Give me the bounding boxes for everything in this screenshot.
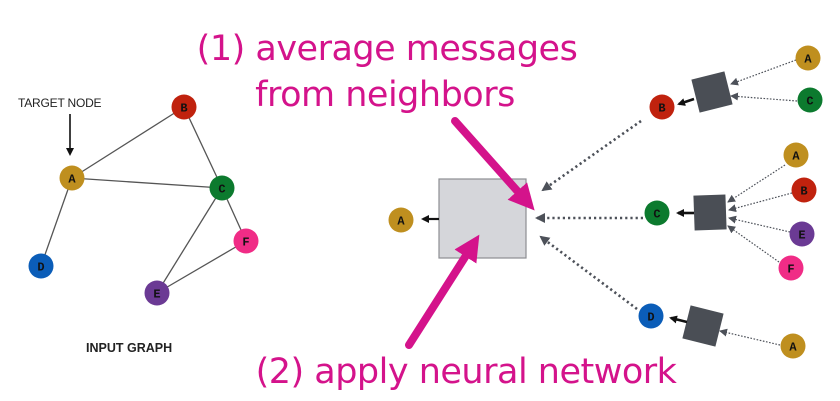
computation-graph: A B A C C A B E F D A (388, 45, 823, 359)
comp-root-node-A: A (388, 207, 414, 233)
comp-layer2-node-C-of-B-label: C (806, 95, 813, 109)
input-node-F-circle (233, 228, 259, 254)
step1-annotation-line1: (1) average messages (197, 29, 578, 69)
comp-layer1-node-B-circle (649, 94, 675, 120)
output-arrow-D (669, 315, 688, 324)
input-node-C-label: C (218, 183, 225, 197)
input-node-E-label: E (153, 288, 160, 302)
comp-layer2-node-A-of-C-label: A (792, 150, 800, 164)
input-node-D-circle (28, 253, 54, 279)
aggregator-box-C (693, 194, 727, 231)
comp-layer2-node-A-of-B-label: A (804, 53, 812, 67)
aggregator-box-B (691, 71, 733, 113)
message-edge-C-to-B (730, 92, 798, 102)
message-edge-A-to-D (719, 328, 781, 346)
comp-layer2-node-F-of-C: F (778, 255, 804, 281)
comp-layer1-node-C: C (644, 200, 670, 226)
comp-layer2-node-A-of-B: A (795, 45, 821, 71)
message-edge-D-to-A (539, 235, 638, 311)
comp-layer1-node-D-label: D (647, 311, 654, 325)
comp-layer2-node-B-of-C-label: B (800, 185, 807, 199)
computation-graph-nodes: A B A C C A B E F D A (388, 45, 823, 359)
input-graph-edges (40, 106, 247, 294)
comp-layer2-node-B-of-C-circle (791, 177, 817, 203)
message-edge-B-to-C (728, 192, 793, 213)
annotations: (1) average messages from neighbors (2) … (197, 29, 678, 392)
edge-B-C (183, 106, 223, 189)
comp-layer2-node-C-of-B: C (797, 87, 823, 113)
comp-layer1-node-D-circle (638, 303, 664, 329)
comp-layer2-node-B-of-C: B (791, 177, 817, 203)
comp-layer1-node-C-circle (644, 200, 670, 226)
input-graph: TARGET NODE A B C D E F INPUT GRAPH (18, 94, 259, 355)
comp-root-node-A-circle (388, 207, 414, 233)
message-edge-A-to-B (730, 59, 797, 86)
comp-layer2-node-F-of-C-label: F (787, 263, 794, 277)
comp-layer1-node-B: B (649, 94, 675, 120)
input-node-A-label: A (68, 173, 76, 187)
comp-layer2-node-A-of-D: A (780, 333, 806, 359)
comp-layer2-node-E-of-C: E (789, 221, 815, 247)
comp-layer2-node-A-of-C: A (783, 142, 809, 168)
input-node-F: F (233, 228, 259, 254)
comp-layer1-node-B-label: B (658, 102, 665, 116)
target-node-label: TARGET NODE (18, 96, 102, 110)
input-graph-nodes: A B C D E F (28, 94, 259, 306)
message-edge-A-to-C (727, 164, 786, 203)
comp-layer2-node-C-of-B-circle (797, 87, 823, 113)
input-node-C: C (209, 175, 235, 201)
input-node-B: B (171, 94, 197, 120)
comp-layer2-node-A-of-B-circle (795, 45, 821, 71)
comp-layer2-node-F-of-C-circle (778, 255, 804, 281)
comp-layer1-node-D: D (638, 303, 664, 329)
comp-layer2-node-E-of-C-circle (789, 221, 815, 247)
input-node-E: E (144, 280, 170, 306)
input-node-C-circle (209, 175, 235, 201)
output-arrow-B (677, 97, 695, 106)
step2-annotation: (2) apply neural network (256, 352, 678, 392)
message-edge-F-to-C (727, 225, 780, 263)
comp-root-node-A-label: A (397, 215, 405, 229)
input-node-B-circle (171, 94, 197, 120)
edge-A-D (40, 177, 73, 267)
input-node-B-label: B (180, 102, 187, 116)
step1-pointer-arrow (451, 117, 535, 211)
edge-A-C (71, 177, 223, 189)
step1-annotation-line2: from neighbors (255, 75, 515, 115)
comp-layer2-node-A-of-C-circle (783, 142, 809, 168)
message-edge-E-to-C (728, 215, 791, 233)
comp-layer2-node-A-of-D-label: A (789, 341, 797, 355)
edge-C-E (156, 187, 223, 294)
comp-layer2-node-A-of-D-circle (780, 333, 806, 359)
edge-E-F (156, 240, 247, 294)
message-edge-B-to-A (541, 119, 642, 192)
edge-A-B (71, 106, 185, 179)
input-node-E-circle (144, 280, 170, 306)
input-node-D: D (28, 253, 54, 279)
step2-pointer-arrow (405, 234, 480, 349)
input-node-F-label: F (242, 236, 249, 250)
input-node-A-circle (59, 165, 85, 191)
input-node-D-label: D (37, 261, 44, 275)
comp-layer1-node-C-label: C (653, 208, 660, 222)
aggregator-box-D (682, 305, 724, 347)
input-node-A: A (59, 165, 85, 191)
comp-layer2-node-E-of-C-label: E (798, 229, 805, 243)
input-graph-title: INPUT GRAPH (86, 341, 172, 355)
